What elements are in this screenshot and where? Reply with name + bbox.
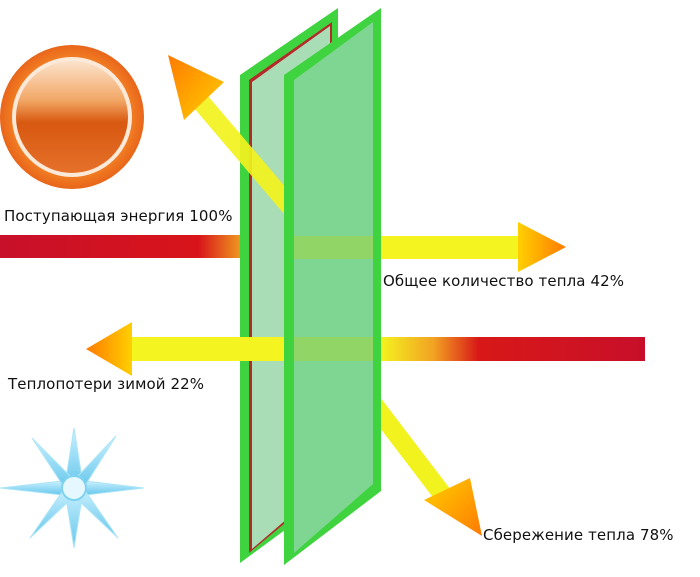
arrow-head-down-right	[424, 478, 482, 536]
arrow-head-right	[518, 222, 566, 272]
total-heat-label: Общее количество тепла 42%	[383, 272, 625, 290]
winter-heat-loss-label: Теплопотери зимой 22%	[8, 375, 205, 393]
glass-pane-front	[284, 8, 381, 565]
incoming-energy-label: Поступающая энергия 100%	[4, 207, 233, 225]
heat-saving-label: Сбережение тепла 78%	[483, 526, 674, 544]
sun-icon	[0, 45, 144, 189]
arrow-head-up-left	[168, 55, 224, 120]
arrow-head-left	[86, 322, 132, 376]
snowflake-icon	[0, 427, 145, 549]
